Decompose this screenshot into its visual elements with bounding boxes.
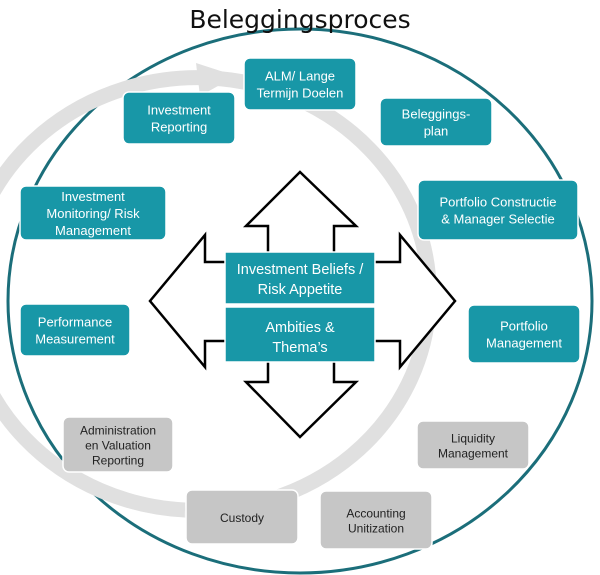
step-box-administration-valuation	[62, 416, 174, 473]
step-portfolio-constructie: Portfolio Constructie & Manager Selectie	[417, 179, 579, 241]
step-label-portfolio-constructie-2: & Manager Selectie	[441, 212, 554, 227]
center-box-beliefs	[224, 251, 376, 305]
step-label-investment-monitoring-3: Management	[55, 223, 131, 238]
step-box-portfolio-constructie	[417, 179, 579, 241]
step-label-performance-measurement-1: Performance	[38, 315, 112, 330]
step-label-investment-reporting-1: Investment	[147, 103, 211, 118]
step-label-investment-reporting-2: Reporting	[151, 120, 207, 135]
cycle-ring-left	[0, 70, 211, 518]
step-label-beleggingsplan-2: plan	[424, 124, 449, 139]
step-label-accounting-unitization-2: Unitization	[348, 522, 404, 536]
step-box-portfolio-management	[467, 304, 581, 364]
step-box-investment-reporting	[122, 91, 236, 145]
step-box-alm	[243, 57, 357, 111]
step-box-liquidity-management	[416, 420, 530, 470]
step-label-administration-valuation-3: Reporting	[92, 454, 144, 468]
step-label-portfolio-constructie-1: Portfolio Constructie	[439, 195, 556, 210]
step-label-performance-measurement-2: Measurement	[35, 332, 115, 347]
step-label-investment-monitoring-1: Investment	[61, 189, 125, 204]
step-label-liquidity-management-1: Liquidity	[451, 432, 495, 446]
step-box-investment-monitoring	[19, 185, 167, 241]
step-label-investment-monitoring-2: Monitoring/ Risk	[46, 206, 140, 221]
step-custody: Custody	[185, 489, 299, 545]
step-box-beleggingsplan	[379, 97, 493, 147]
step-label-alm-2: Termijn Doelen	[257, 86, 344, 101]
center-beliefs-line-1: Investment Beliefs /	[237, 262, 364, 278]
step-box-accounting-unitization	[319, 490, 433, 550]
cycle-arrow-head	[196, 63, 236, 96]
step-label-administration-valuation-2: en Valuation	[85, 439, 151, 453]
step-label-accounting-unitization-1: Accounting	[346, 507, 405, 521]
center-beliefs-line-2: Risk Appetite	[258, 282, 343, 298]
center-ambities-line-2: Thema’s	[272, 340, 327, 356]
center-ambities-line-1: Ambities &	[265, 320, 335, 336]
diagram-title: Beleggingsproces	[189, 5, 410, 34]
step-label-portfolio-management-1: Portfolio	[500, 319, 548, 334]
step-beleggingsplan: Beleggings-plan	[379, 97, 493, 147]
step-label-liquidity-management-2: Management	[438, 447, 509, 461]
step-label-custody-1: Custody	[220, 511, 264, 525]
center-box-ambities	[224, 306, 376, 363]
step-box-performance-measurement	[19, 303, 131, 357]
step-box-custody	[185, 489, 299, 545]
step-label-beleggingsplan-1: Beleggings-	[402, 107, 471, 122]
step-label-alm-1: ALM/ Lange	[265, 69, 335, 84]
step-label-portfolio-management-2: Management	[486, 336, 562, 351]
step-label-administration-valuation-1: Administration	[80, 424, 156, 438]
